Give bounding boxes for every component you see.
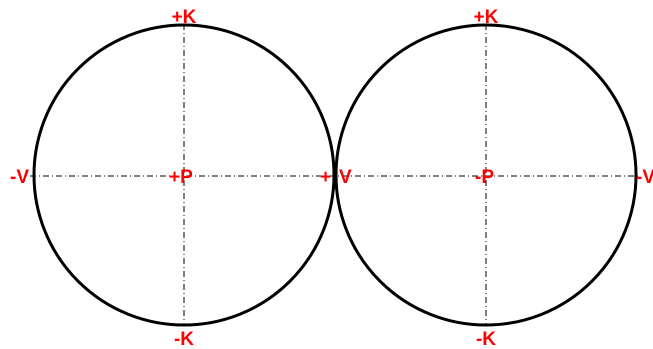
left-circle-group	[32, 23, 336, 327]
tangent-point-label: V	[339, 167, 352, 188]
right-circle-group	[334, 23, 638, 327]
right-top-label: +K	[474, 7, 499, 28]
left-outer-label: -V	[10, 167, 29, 188]
right-center-label: -P	[475, 167, 494, 188]
left-inner-right-label: +	[320, 167, 331, 188]
right-outer-label: -V	[636, 167, 653, 188]
right-bottom-label: -K	[476, 329, 496, 349]
left-top-label: +K	[172, 7, 197, 28]
left-center-label: +P	[169, 167, 193, 188]
left-bottom-label: -K	[174, 329, 194, 349]
